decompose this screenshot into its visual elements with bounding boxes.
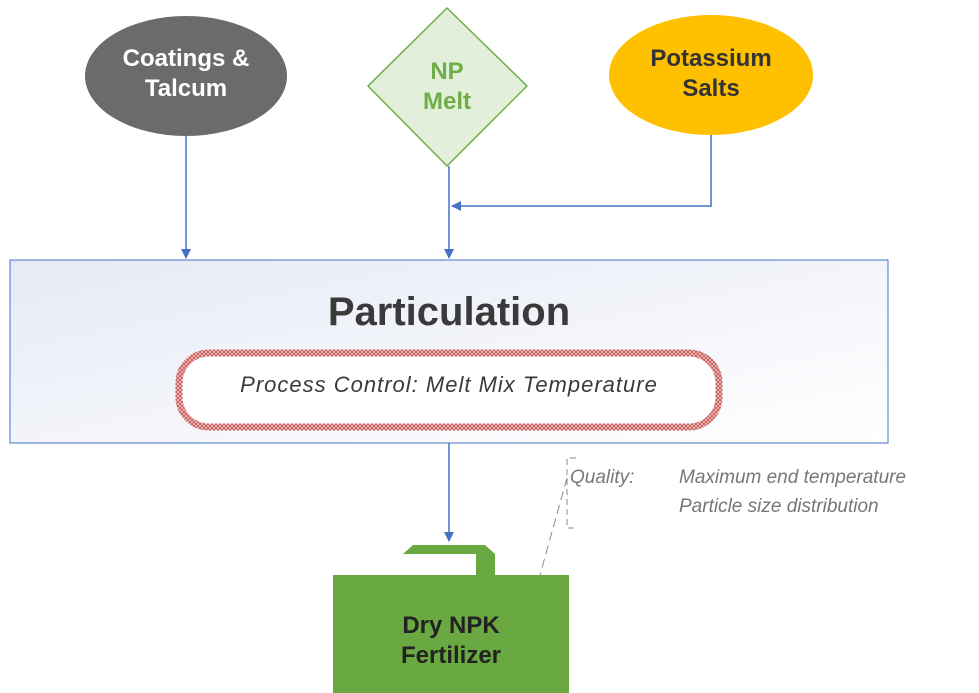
output-bag-handle	[403, 545, 495, 575]
output-label-line2: Fertilizer	[400, 642, 502, 669]
np-melt-label: NP Melt	[397, 57, 497, 117]
arrow-potassium-to-np-line	[451, 135, 712, 211]
potassium-label-line2: Salts	[682, 75, 740, 102]
np-melt-node	[367, 7, 528, 167]
process-title: Particulation	[327, 290, 571, 334]
coatings-label-line2: Talcum	[144, 75, 228, 102]
output-bag-body	[333, 575, 569, 693]
quality-bracket	[566, 457, 576, 529]
potassium-label: Potassium Salts	[609, 44, 813, 104]
potassium-node	[609, 15, 813, 135]
np-melt-label-line2: Melt	[423, 88, 471, 115]
coatings-label: Coatings & Talcum	[86, 44, 286, 104]
process-control-box	[175, 349, 723, 431]
quality-item-max-temp: Maximum end temperature	[679, 467, 907, 488]
process-control-label: Process Control: Melt Mix Temperature	[240, 372, 658, 397]
quality-item-particle-size: Particle size distribution	[679, 496, 879, 517]
quality-pointer	[539, 477, 568, 576]
potassium-label-line1: Potassium	[650, 45, 772, 72]
coatings-node	[85, 16, 287, 136]
quality-label: Quality:	[570, 467, 635, 488]
coatings-label-line1: Coatings &	[122, 45, 250, 72]
output-label-line1: Dry NPK	[402, 612, 500, 639]
np-melt-label-line1: NP	[430, 58, 464, 85]
output-label: Dry NPK Fertilizer	[333, 611, 569, 671]
